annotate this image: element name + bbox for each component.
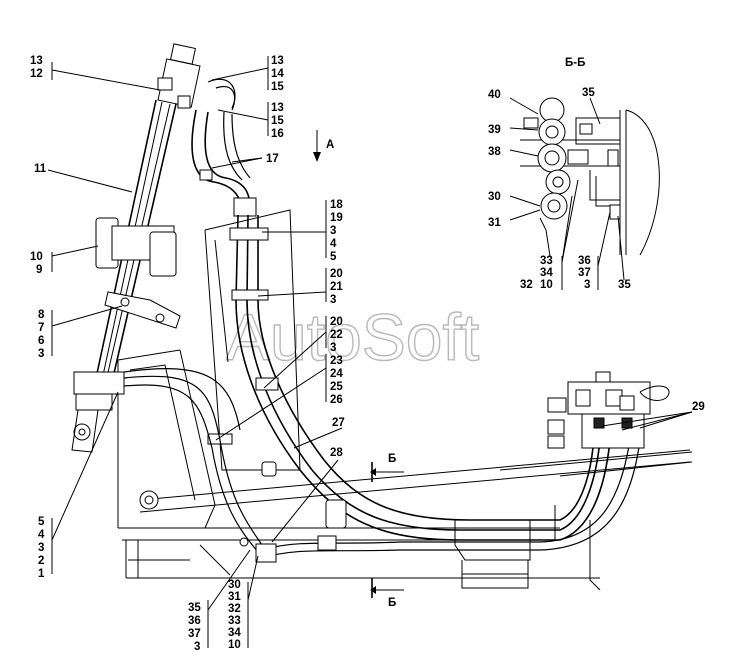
main-hose-bundle	[123, 214, 641, 563]
callout-13-14-15: 13 14 15	[271, 55, 284, 93]
callout-label: 13	[30, 55, 43, 67]
callout-label: 20	[330, 316, 343, 328]
callout-8-3: 8 7 6 3	[38, 309, 45, 360]
callout-label: 8	[38, 309, 45, 321]
callout-label: 35	[188, 602, 201, 614]
callout-40: 40	[488, 89, 501, 101]
callout-35-section: 35	[618, 279, 631, 291]
callout-label: 1	[38, 568, 45, 580]
callout-17: 17	[266, 153, 279, 165]
view-arrow-label: А	[326, 139, 334, 151]
callout-label: 3	[38, 348, 44, 360]
callout-label: 3	[38, 542, 44, 554]
callout-label: 11	[34, 163, 47, 175]
callout-label: 27	[332, 417, 345, 429]
callout-label: 17	[266, 153, 279, 165]
callout-label: 14	[271, 68, 284, 80]
callout-18-5: 18 19 3 4 5	[330, 199, 343, 263]
callout-label: 22	[330, 329, 343, 341]
upper-hoses	[191, 78, 257, 217]
callout-label: 34	[228, 627, 241, 639]
callout-20-22-3: 20 22 3	[330, 316, 343, 354]
callout-label: 25	[330, 381, 343, 393]
callout-label: 4	[38, 529, 45, 541]
lift-cylinder	[71, 43, 201, 453]
callout-11: 11	[34, 163, 47, 175]
callout-label: 24	[330, 368, 343, 380]
callout-label: 13	[271, 55, 284, 67]
callout-39: 39	[488, 124, 501, 136]
callout-label: 36	[578, 255, 591, 267]
section-bb-detail	[520, 97, 660, 256]
callout-label: 16	[271, 128, 284, 140]
callout-label: 5	[330, 251, 337, 263]
callout-20-21-3: 20 21 3	[330, 268, 343, 306]
callout-30-10: 30 31 32 33 34 10	[228, 579, 241, 651]
callout-13-15-16: 13 15 16	[271, 102, 284, 140]
callout-label: 3	[330, 294, 336, 306]
callout-29: 29	[692, 401, 705, 413]
callout-35-3: 35 36 37 3	[188, 602, 201, 653]
section-mark-top: Б	[388, 453, 396, 465]
callout-30-section: 30	[488, 191, 501, 203]
callout-label: 3	[584, 279, 590, 291]
section-cut-marks: Б Б	[370, 453, 404, 609]
callout-label: 12	[30, 68, 43, 80]
callout-label: 2	[38, 555, 44, 567]
section-title: Б-Б	[565, 57, 585, 69]
callout-label: 23	[330, 355, 343, 367]
callout-label: 29	[692, 401, 705, 413]
callout-label: 26	[330, 394, 343, 406]
callout-10-9: 10 9	[30, 251, 43, 276]
callout-label: 33	[228, 615, 241, 627]
callout-label: 15	[271, 81, 284, 93]
callout-label: 4	[330, 238, 337, 250]
callout-13-12: 13 12	[30, 55, 43, 80]
callout-label: 3	[194, 641, 200, 653]
control-valve	[547, 371, 670, 449]
callout-label: 18	[330, 199, 343, 211]
callout-33-section: 33 34 10	[540, 255, 553, 291]
callout-label: 30	[228, 579, 241, 591]
leader-lines	[47, 56, 693, 648]
callout-label: 37	[188, 628, 201, 640]
view-arrow-a: А	[313, 130, 334, 162]
callout-label: 20	[330, 268, 343, 280]
callout-28: 28	[330, 447, 343, 459]
callout-label: 28	[330, 447, 343, 459]
callout-35-top: 35	[582, 87, 595, 99]
callout-label: 32	[228, 603, 241, 615]
callout-23-26: 23 24 25 26	[330, 355, 343, 406]
callout-label: 7	[38, 322, 44, 334]
callout-5-1: 5 4 3 2 1	[38, 516, 45, 580]
callout-38: 38	[488, 146, 501, 158]
callout-label: 15	[271, 115, 284, 127]
callout-label: 3	[330, 225, 336, 237]
callout-label: 13	[271, 102, 284, 114]
callout-label: 36	[188, 615, 201, 627]
callout-label: 19	[330, 212, 343, 224]
callout-label: 10	[228, 639, 241, 651]
callout-label: 10	[540, 279, 553, 291]
callout-32-section: 32	[520, 279, 533, 291]
callout-27: 27	[332, 417, 345, 429]
watermark: AutoSoft	[226, 300, 479, 374]
callout-label: 31	[228, 591, 241, 603]
callout-label: 10	[30, 251, 43, 263]
section-mark-bottom: Б	[388, 597, 396, 609]
callout-label: 6	[38, 335, 44, 347]
callout-label: 3	[330, 342, 336, 354]
callout-label: 21	[330, 281, 343, 293]
callout-label: 34	[540, 267, 553, 279]
callout-label: 33	[540, 255, 553, 267]
callout-36-section: 36 37 3	[578, 255, 591, 291]
callout-label: 9	[36, 264, 42, 276]
callout-31-section: 31	[488, 217, 501, 229]
callout-label: 5	[38, 516, 45, 528]
callout-label: 37	[578, 267, 591, 279]
